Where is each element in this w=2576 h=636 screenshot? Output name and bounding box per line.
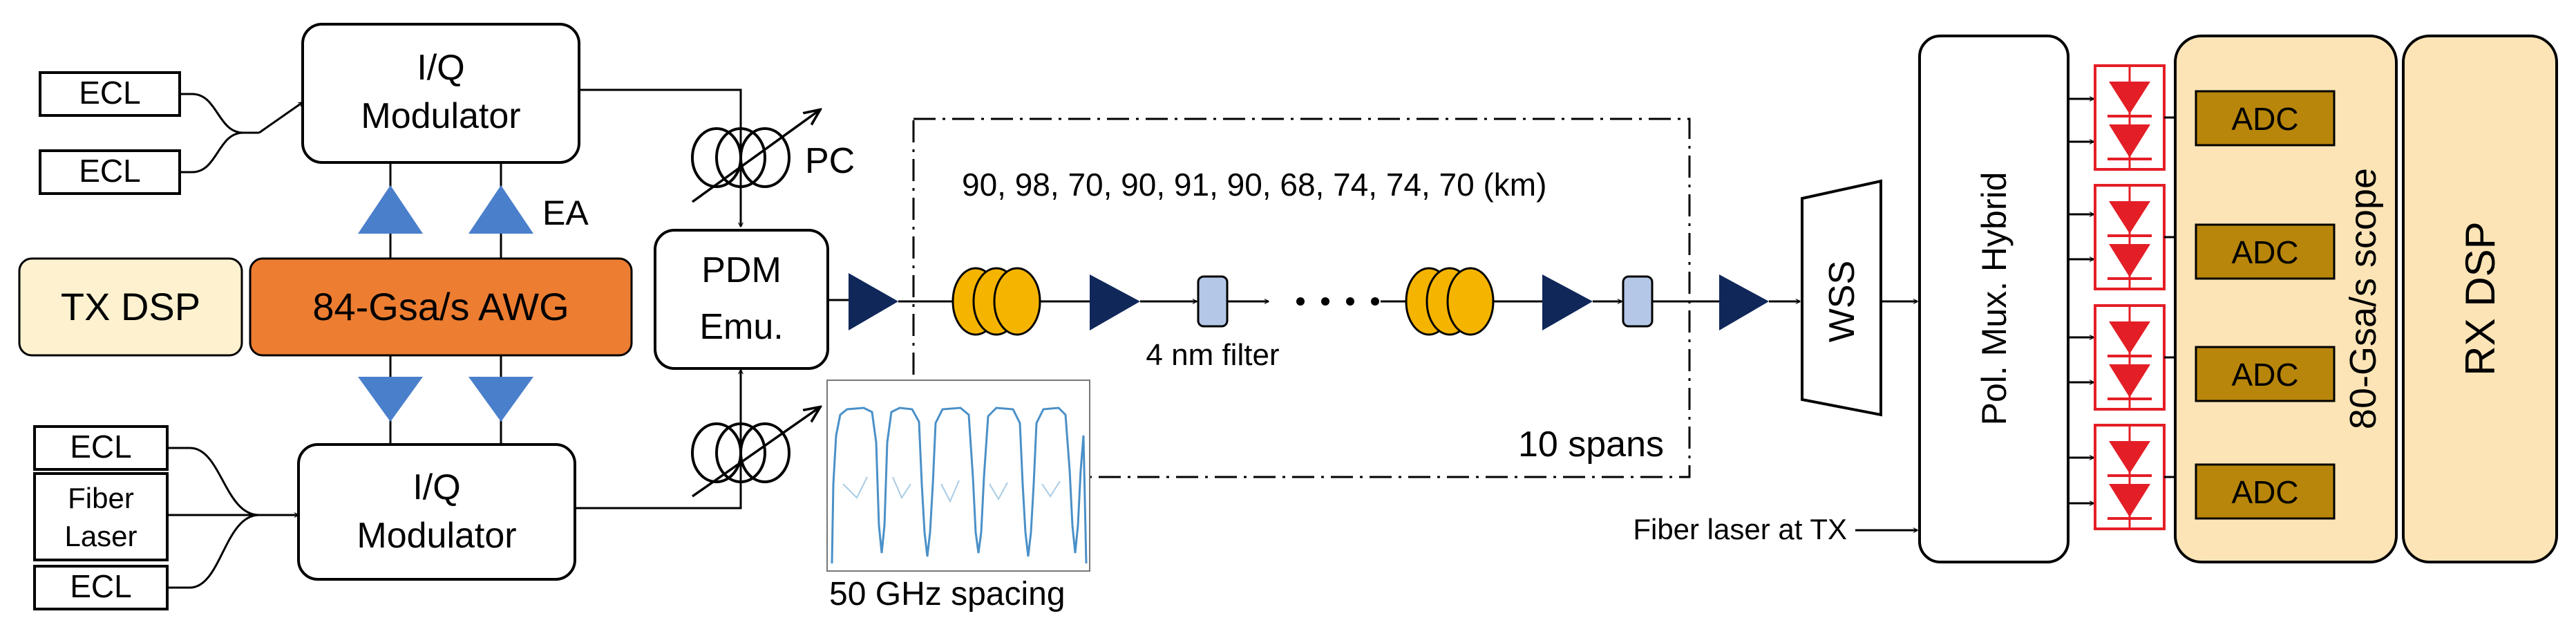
adc-label: ADC xyxy=(2231,357,2298,393)
fiber-laser-label-line1: Fiber xyxy=(68,482,134,514)
adc-label: ADC xyxy=(2231,474,2298,510)
coupler-bottom xyxy=(167,447,299,589)
adc-2: ADC xyxy=(2195,223,2336,280)
photodiode-icon xyxy=(2109,244,2150,277)
adc-label: ADC xyxy=(2231,234,2298,270)
spectrum-label: 50 GHz spacing xyxy=(829,576,1066,612)
amplifier-icon xyxy=(358,185,423,234)
amplifier-icon xyxy=(468,185,533,234)
edfa-icon xyxy=(1542,274,1593,330)
tx-dsp-block: TX DSP xyxy=(18,257,243,357)
ecl-laser-top-1: ECL xyxy=(39,71,181,117)
photodiode-icon xyxy=(2109,321,2150,354)
amplifier-icon xyxy=(358,377,423,422)
balanced-photodiode-4 xyxy=(2094,424,2194,530)
wss-label: WSS xyxy=(1822,261,1862,342)
polarization-controller-top xyxy=(691,111,819,203)
scope-label: 80-Gsa/s scope xyxy=(2342,168,2384,429)
fiber-coil-icon xyxy=(951,267,1041,336)
spans-count-label: 10 spans xyxy=(1518,424,1664,465)
coupler-top xyxy=(180,93,303,174)
spectrum-trace xyxy=(831,406,1088,564)
photodiode-icon xyxy=(2109,441,2150,474)
photodiode-icon xyxy=(2109,364,2150,398)
adc-label: ADC xyxy=(2231,101,2298,137)
photodiode-icon xyxy=(2109,201,2150,234)
awg-label: 84-Gsa/s AWG xyxy=(312,285,569,328)
awg-block: 84-Gsa/s AWG xyxy=(249,257,633,357)
iq-modulator-label-line2: Modulator xyxy=(361,96,520,136)
ecl-label: ECL xyxy=(79,153,140,189)
ecl-laser-bottom-2: ECL xyxy=(33,565,169,610)
edfa-icon xyxy=(849,273,898,330)
balanced-photodiode-3 xyxy=(2094,304,2194,411)
tx-dsp-label: TX DSP xyxy=(61,285,200,328)
ea-label: EA xyxy=(542,194,589,232)
iq-modulator-label-line2: Modulator xyxy=(357,516,516,556)
pdm-label-line1: PDM xyxy=(701,250,782,290)
adc-1: ADC xyxy=(2195,90,2336,147)
adc-3: ADC xyxy=(2195,346,2336,402)
fiber-coil-icon xyxy=(1405,267,1495,336)
iq-modulator-label-line1: I/Q xyxy=(417,48,464,88)
fiber-laser-label-line2: Laser xyxy=(64,520,137,552)
spectrum-inset xyxy=(826,380,1090,572)
amplifier-icon xyxy=(468,377,533,422)
filter-label: 4 nm filter xyxy=(1146,338,1279,372)
balanced-photodiode-2 xyxy=(2094,184,2194,290)
photodiode-icon xyxy=(2109,124,2150,158)
span-loop-box xyxy=(912,118,1691,478)
pdm-label-line2: Emu. xyxy=(699,307,783,347)
span-distances-label: 90, 98, 70, 90, 91, 90, 68, 74, 74, 70 (… xyxy=(962,167,1546,203)
filter-icon xyxy=(1622,275,1654,328)
local-oscillator-label: Fiber laser at TX xyxy=(1633,513,1847,545)
ecl-laser-top-2: ECL xyxy=(39,149,181,195)
filter-icon xyxy=(1197,275,1229,328)
edfa-icon xyxy=(1090,274,1140,330)
edfa-icon xyxy=(1719,274,1769,330)
ecl-label: ECL xyxy=(70,429,131,465)
electrical-amplifiers xyxy=(358,162,533,445)
span-chain xyxy=(898,267,1800,336)
iq-modulator-label-line1: I/Q xyxy=(413,467,460,507)
rx-dsp-block: RX DSP xyxy=(2402,35,2558,563)
hybrid-label: Pol. Mux. Hybrid xyxy=(1975,172,2014,426)
polarization-controller-bottom xyxy=(691,408,819,498)
hybrid-outputs xyxy=(2068,99,2094,503)
fiber-laser-box: Fiber Laser xyxy=(33,472,169,561)
iq-modulator-top: I/Q Modulator xyxy=(301,23,580,164)
rx-dsp-label: RX DSP xyxy=(2457,221,2503,375)
ecl-label: ECL xyxy=(70,568,131,604)
pdm-emulator-block: PDM Emu. xyxy=(654,229,829,370)
ecl-label: ECL xyxy=(79,75,140,111)
ecl-laser-bottom-1: ECL xyxy=(33,425,169,471)
scope-block: 80-Gsa/s scope xyxy=(2174,35,2398,563)
adc-4: ADC xyxy=(2195,463,2336,520)
wss-block xyxy=(1801,179,1882,417)
photodiode-icon xyxy=(2109,82,2150,114)
tx-connections xyxy=(575,88,741,509)
balanced-photodiode-1 xyxy=(2094,64,2194,171)
pc-label: PC xyxy=(805,141,855,181)
iq-modulator-bottom: I/Q Modulator xyxy=(297,443,576,581)
photodiode-icon xyxy=(2109,484,2150,517)
pol-mux-hybrid-block: Pol. Mux. Hybrid xyxy=(1918,35,2070,563)
